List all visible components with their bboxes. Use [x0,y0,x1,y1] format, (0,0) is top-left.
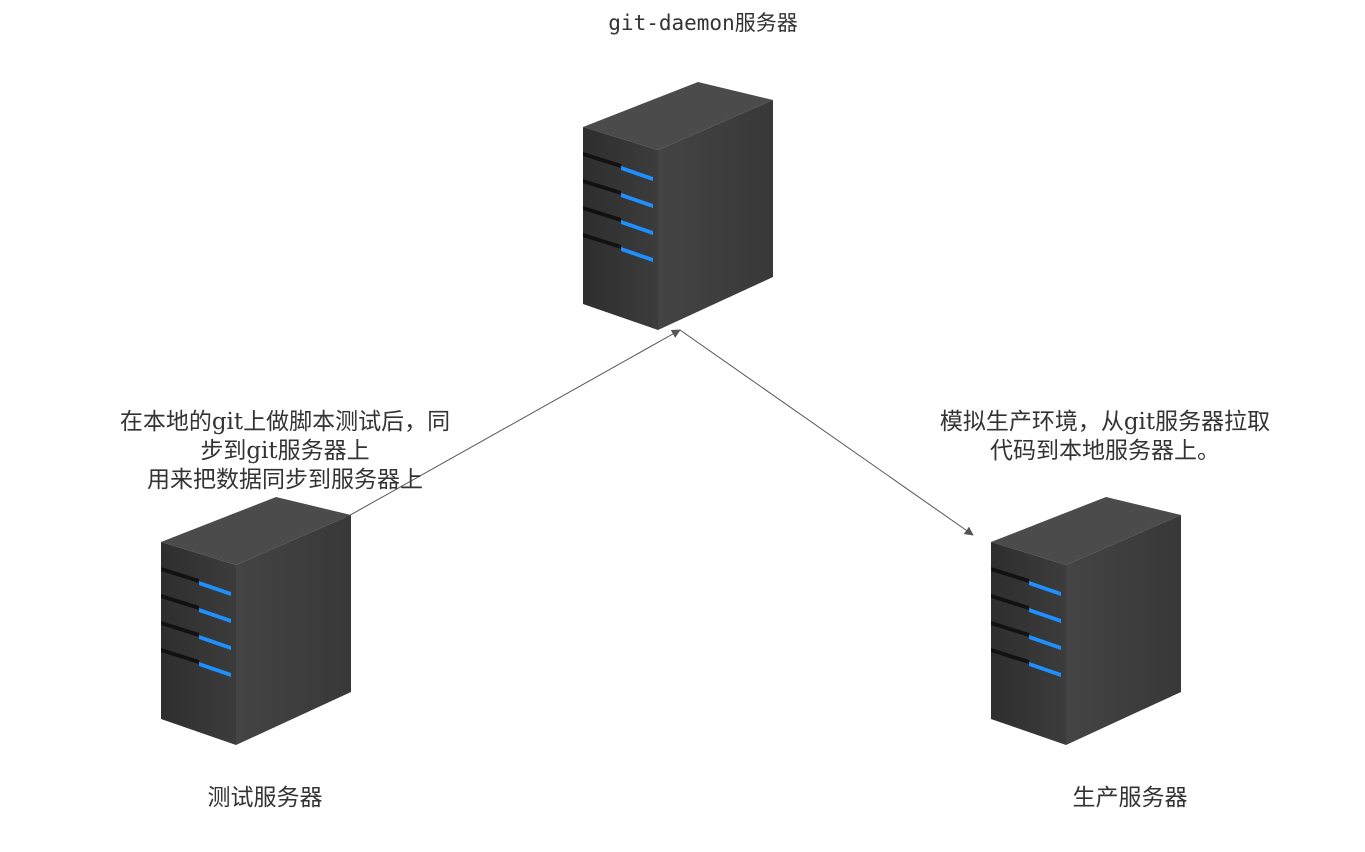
edge-daemon-to-prod [679,329,974,536]
left-annotation-line-3: 用来把数据同步到服务器上 [147,467,423,493]
right-annotation: 模拟生产环境，从git服务器拉取 代码到本地服务器上。 [880,408,1330,466]
left-annotation-line-2: 步到git服务器上 [200,438,370,464]
prod-server-label: 生产服务器 [1072,785,1188,811]
left-annotation: 在本地的git上做脚本测试后，同 步到git服务器上 用来把数据同步到服务器上 [60,408,510,495]
right-annotation-line-2: 代码到本地服务器上。 [990,438,1220,464]
daemon-server-label: git-daemon服务器 [608,11,798,35]
server-icon-test [161,497,351,745]
test-server-label: 测试服务器 [207,785,323,811]
edge-test-to-daemon [344,329,681,519]
right-annotation-line-1: 模拟生产环境，从git服务器拉取 [939,409,1271,435]
left-annotation-line-1: 在本地的git上做脚本测试后，同 [119,409,451,435]
server-icon-daemon [583,82,773,330]
server-icon-prod [991,497,1181,745]
